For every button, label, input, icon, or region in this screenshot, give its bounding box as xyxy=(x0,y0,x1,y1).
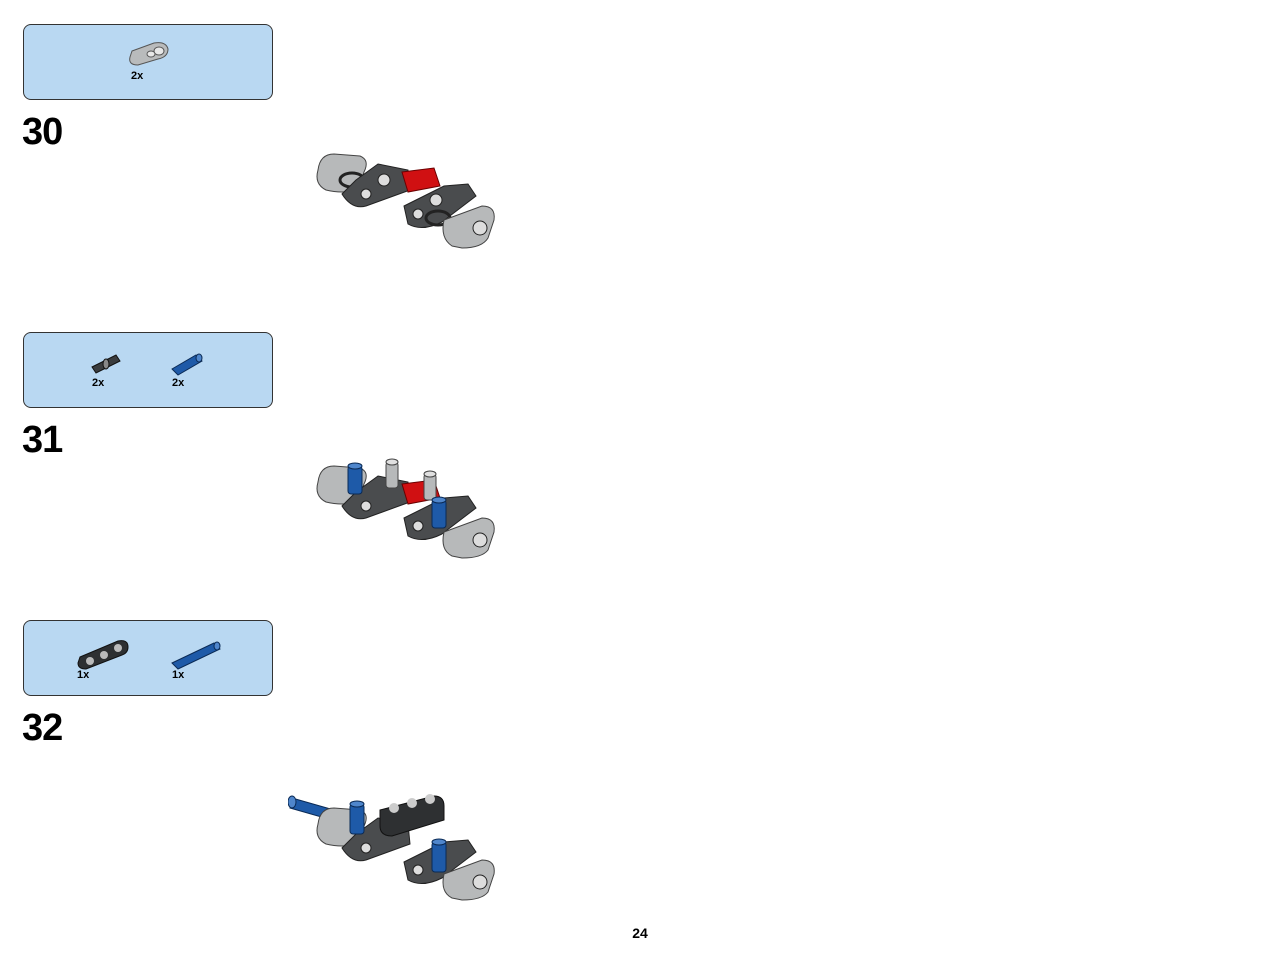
light-gray-angled-liftarm-icon xyxy=(129,42,169,66)
step-32-parts-box: 1x 1x xyxy=(23,620,273,696)
black-beam-3-icon xyxy=(77,640,129,670)
black-friction-pin-icon xyxy=(91,354,121,374)
step-30-number: 30 xyxy=(22,111,63,153)
step-31-part-2-qty: 2x xyxy=(172,377,185,389)
blue-axle-pin-icon xyxy=(171,353,203,376)
step-30-part-1: 2x xyxy=(124,37,184,87)
step-30-parts-box: 2x xyxy=(23,24,273,100)
step-32-part-1-qty: 1x xyxy=(77,669,90,681)
step-31-assembly-illustration xyxy=(316,458,495,559)
step-32-part-1: 1x xyxy=(76,633,136,683)
step-32-part-2-qty: 1x xyxy=(172,669,185,681)
step-30-part-1-qty: 2x xyxy=(131,70,144,82)
step-32-assembly-illustration xyxy=(288,794,495,901)
step-31-number: 31 xyxy=(22,419,63,461)
blue-long-pin-icon xyxy=(171,641,221,670)
step-31-part-1-qty: 2x xyxy=(92,377,105,389)
step-31-part-1: 2x xyxy=(86,347,146,397)
step-32-number: 32 xyxy=(22,707,63,749)
page-number: 24 xyxy=(632,925,648,941)
step-31-parts-box: 2x 2x xyxy=(23,332,273,408)
step-32-part-2: 1x xyxy=(170,633,230,683)
step-31-part-2: 2x xyxy=(166,347,226,397)
step-30-assembly-illustration xyxy=(316,153,495,249)
